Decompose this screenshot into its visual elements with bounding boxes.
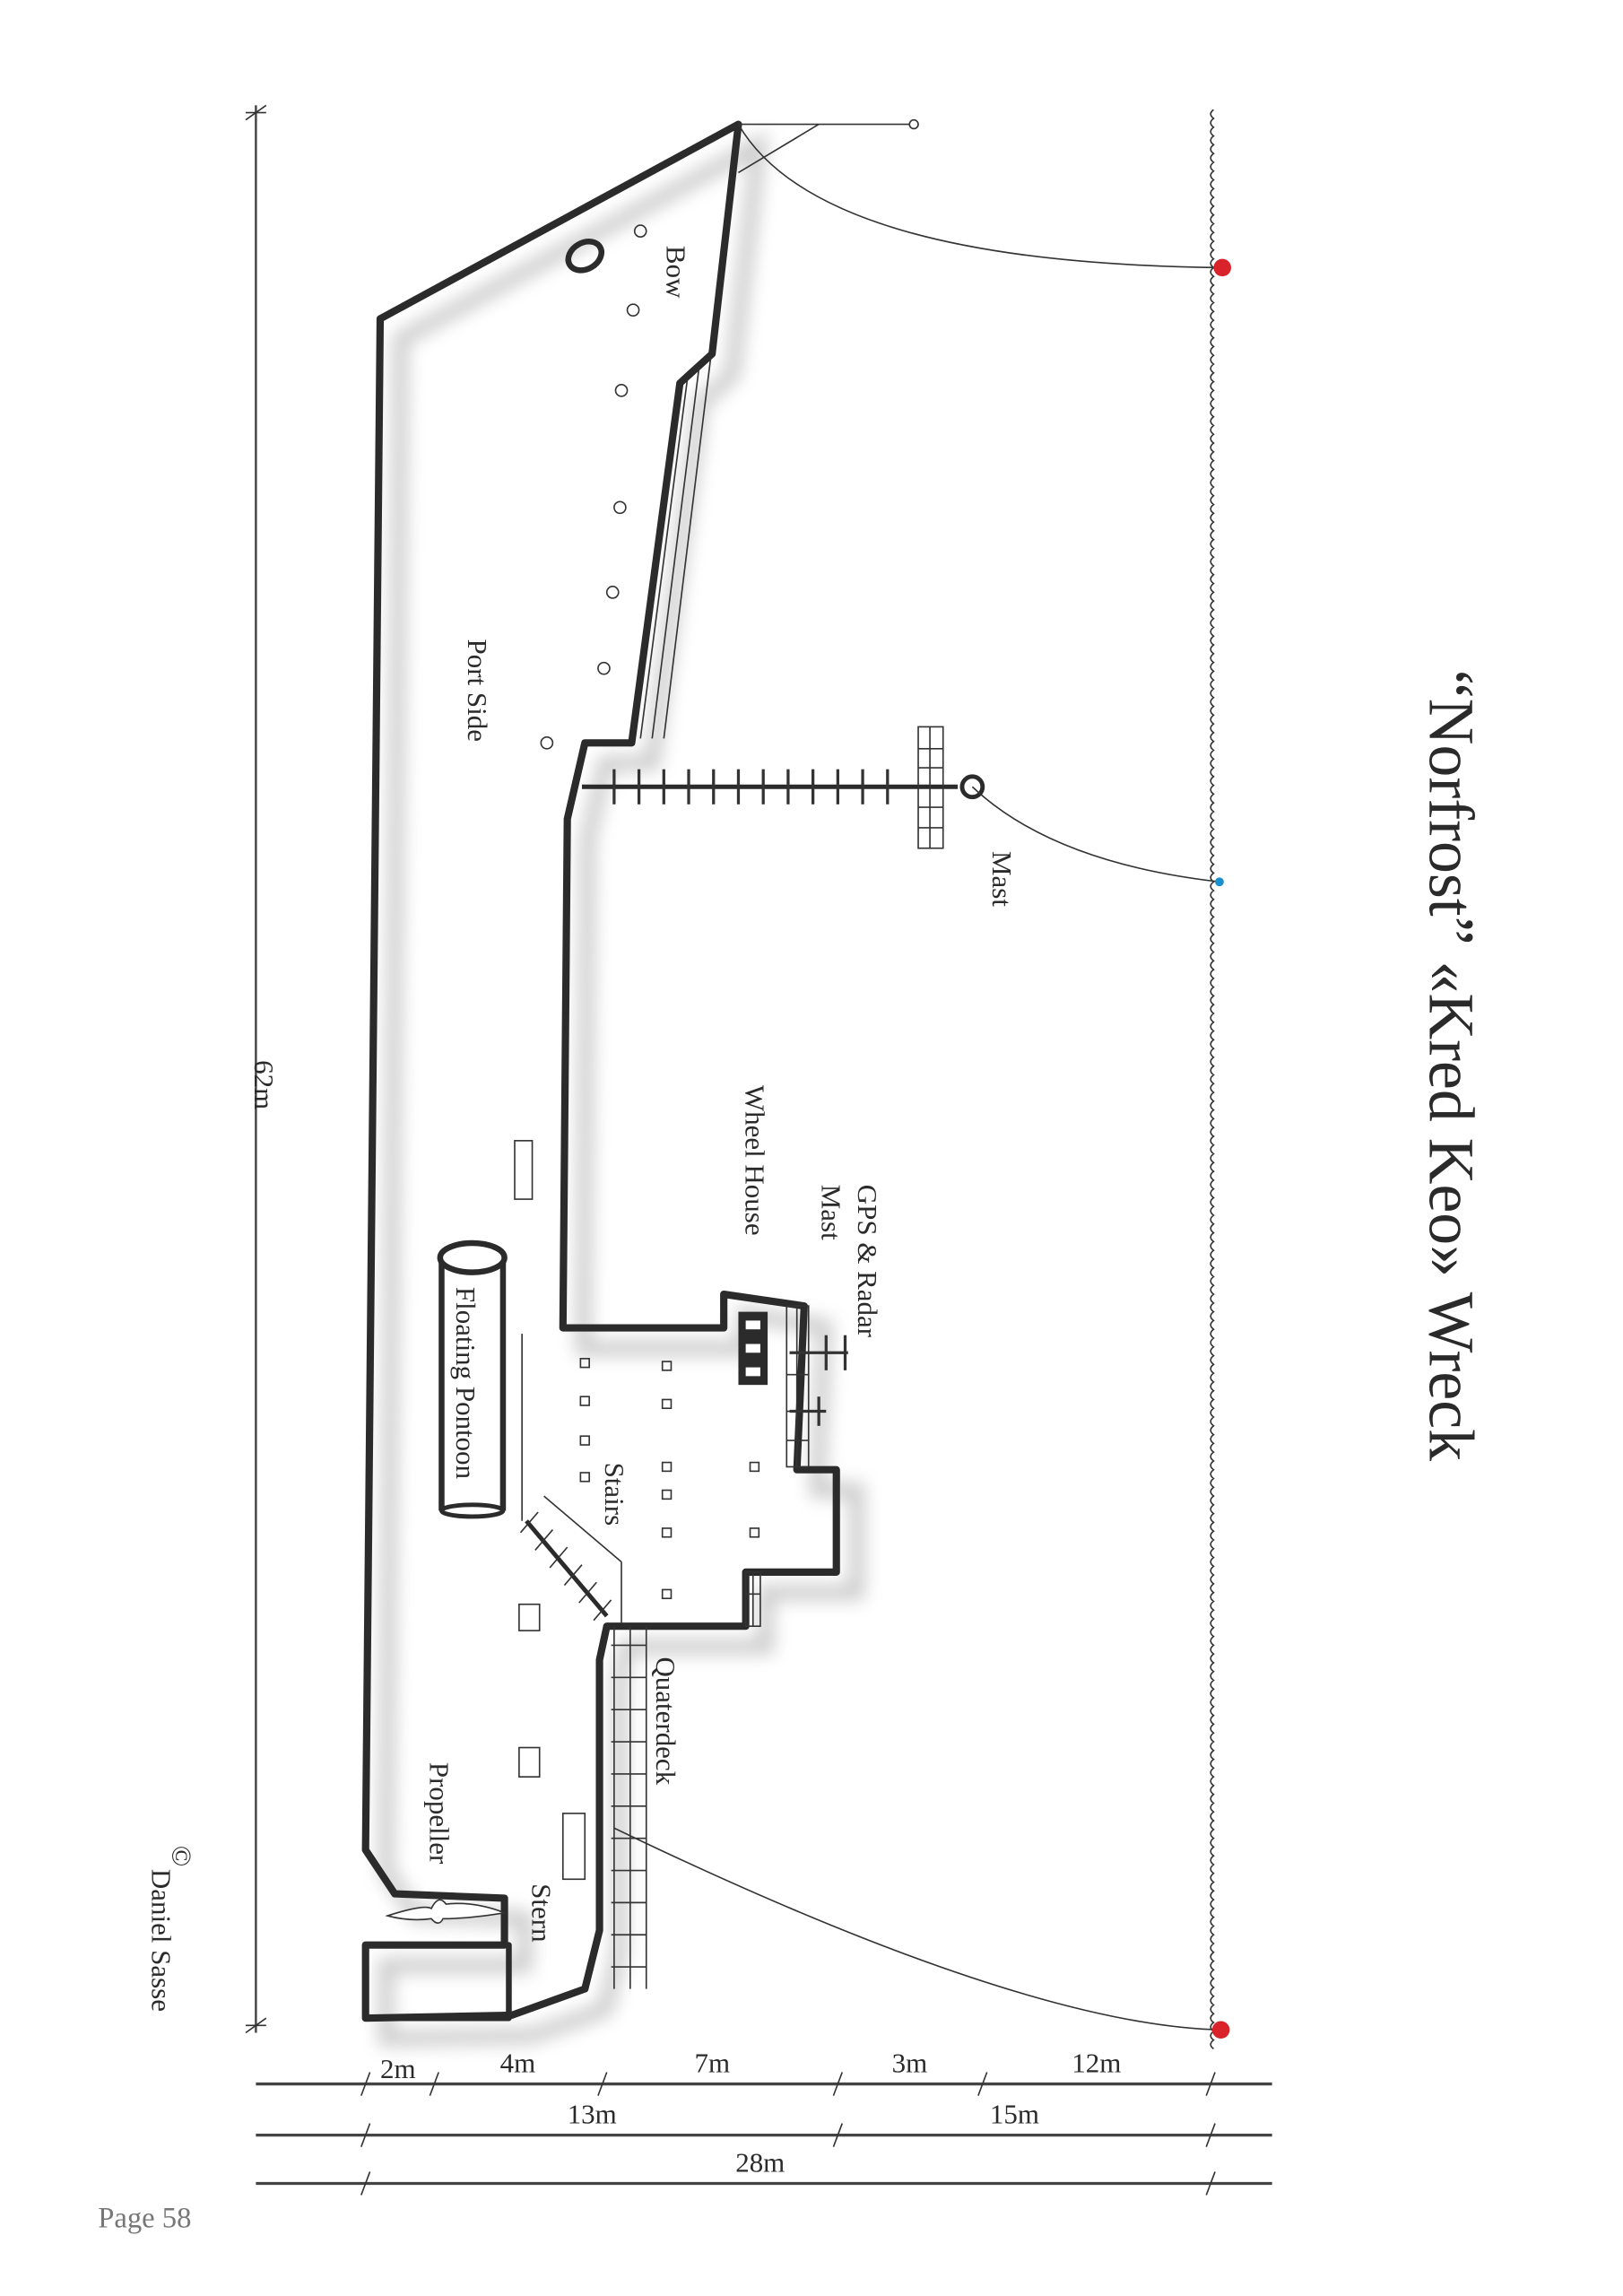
deck-fitting <box>661 1527 673 1538</box>
deck-fitting <box>661 1489 673 1500</box>
width-dimensions <box>256 2072 1272 2196</box>
buoy-mast <box>1215 877 1224 887</box>
dim-15m: 15m <box>990 2099 1039 2130</box>
dimension-tick <box>832 2072 844 2096</box>
page-title: “Norfrost” «Kred Keo» Wreck <box>1416 670 1488 1461</box>
dim-2m: 2m <box>380 2053 416 2084</box>
portholes <box>540 224 647 750</box>
dim-12m: 12m <box>1072 2048 1121 2079</box>
bow-hatch <box>565 239 604 274</box>
dimension-tick <box>1205 2123 1216 2147</box>
length-dimension <box>245 104 267 2034</box>
dim-3m: 3m <box>892 2048 928 2079</box>
dimension-tick <box>1205 2072 1216 2096</box>
dimension-tick <box>360 2123 371 2147</box>
label-quaterdeck: Quaterdeck <box>650 1657 681 1785</box>
dim-13m: 13m <box>568 2099 617 2130</box>
deck-fitting <box>661 1588 673 1600</box>
dimension-tick <box>832 2123 844 2147</box>
deck-fitting <box>661 1461 673 1473</box>
label-mast: Mast <box>986 851 1018 907</box>
stair-step <box>563 1564 583 1587</box>
copyright-author: Daniel Sasse <box>146 1869 178 2012</box>
stairs <box>519 1334 622 1623</box>
deck-fitting <box>661 1398 673 1410</box>
label-wheel-house: Wheel House <box>740 1085 771 1236</box>
label-bow: Bow <box>661 246 692 299</box>
deck-fitting <box>661 1361 673 1371</box>
dimension-tick <box>429 2072 439 2096</box>
label-propeller: Propeller <box>423 1762 455 1865</box>
floating-pontoon <box>437 1239 508 1519</box>
dimension-tick <box>1205 2171 1216 2196</box>
dim-7m: 7m <box>695 2048 731 2079</box>
stair-step <box>578 1581 597 1604</box>
water-surface-line <box>1210 109 1215 2050</box>
quaterdeck-rail <box>611 1626 647 1989</box>
hull-shadow <box>378 131 864 2047</box>
copyright-symbol: © <box>166 1846 197 1867</box>
dim-4m: 4m <box>500 2048 536 2079</box>
dimension-tick <box>597 2072 608 2096</box>
wheelhouse-details <box>579 1305 848 1628</box>
stair-step <box>519 1511 539 1534</box>
label-stern: Stern <box>526 1883 558 1943</box>
length-label: 62m <box>248 1060 280 1109</box>
dimension-tick <box>360 2072 371 2096</box>
hull-outline <box>361 120 840 2022</box>
propeller-icon <box>385 1899 508 1925</box>
deck-fitting <box>749 1461 760 1473</box>
stair-step <box>534 1529 554 1551</box>
hatches <box>514 1140 586 1881</box>
label-stairs: Stairs <box>599 1463 630 1526</box>
dimension-tick <box>360 2171 371 2196</box>
dimension-tick <box>977 2072 988 2096</box>
label-floating-pontoon: Floating Pontoon <box>450 1287 482 1480</box>
stair-step <box>593 1599 612 1622</box>
stern-block <box>362 1942 512 2022</box>
deck-fitting <box>749 1527 760 1538</box>
label-gps-radar: GPS & Radar <box>852 1185 883 1338</box>
stair-step <box>549 1546 568 1569</box>
deck-fitting <box>579 1435 590 1446</box>
page-number: Page 58 <box>98 2202 191 2234</box>
buoy-cables <box>613 124 1223 2031</box>
deck-fitting <box>579 1472 590 1483</box>
deck-fitting <box>579 1396 590 1406</box>
buoy-stern <box>1211 2021 1230 2039</box>
deck-fitting <box>579 1357 590 1369</box>
bow-rail <box>639 118 919 739</box>
label-port-side: Port Side <box>462 639 493 742</box>
buoy-bow <box>1213 258 1231 277</box>
label-gps-mast: Mast <box>815 1185 846 1240</box>
mast <box>582 726 985 849</box>
dim-28m: 28m <box>735 2146 785 2178</box>
